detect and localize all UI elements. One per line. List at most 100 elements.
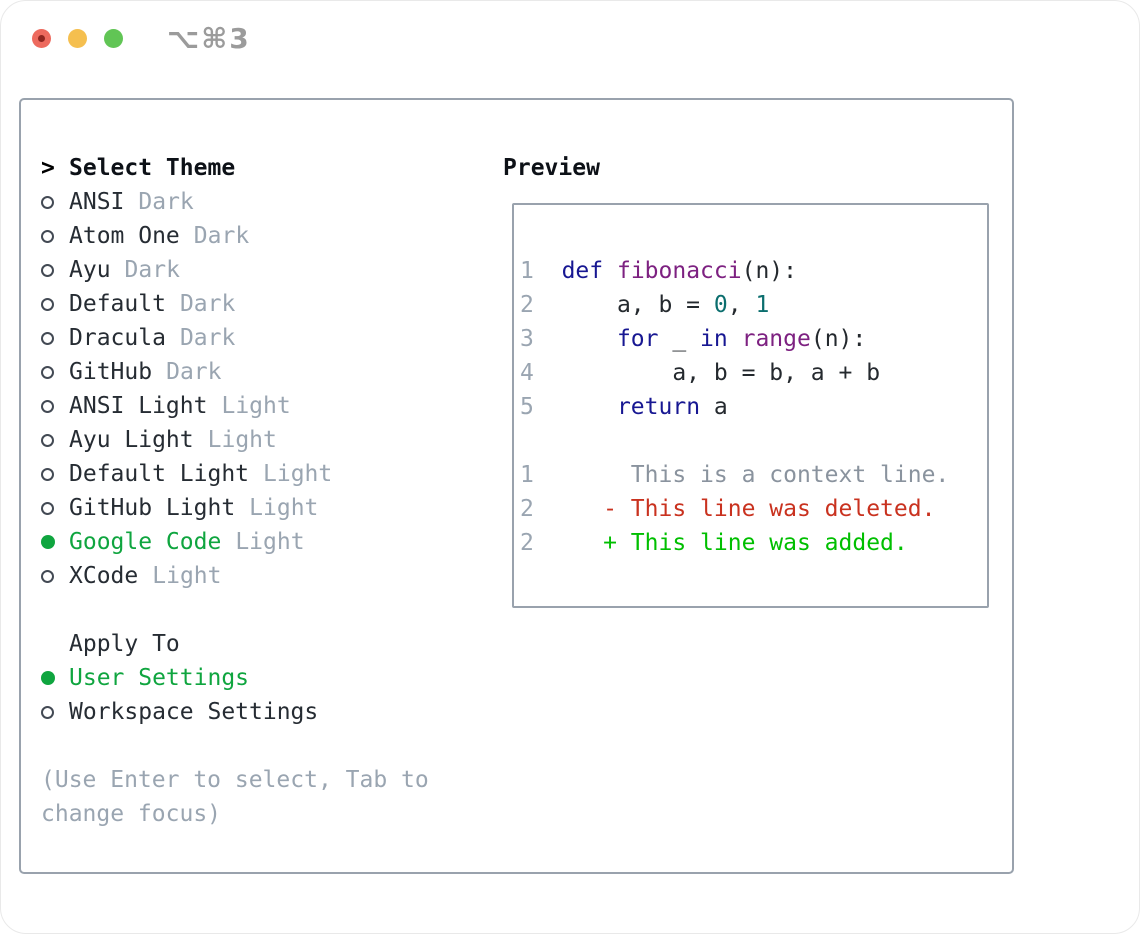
code-line: 1 def fibonacci(n): <box>520 254 987 288</box>
theme-option-default-light[interactable]: Default Light Light <box>41 457 429 491</box>
radio-icon <box>41 229 54 243</box>
line-number: 4 <box>520 360 534 386</box>
radio-icon <box>41 705 54 719</box>
radio-icon <box>41 365 54 379</box>
diff-line: 2 + This line was added. <box>520 526 987 560</box>
zoom-button-icon[interactable] <box>104 29 123 48</box>
code-line: 5 return a <box>520 390 987 424</box>
radio-selected-icon <box>41 535 55 549</box>
line-number: 2 <box>520 292 534 318</box>
theme-variant-badge: Dark <box>179 291 236 317</box>
theme-option-label: Atom One <box>69 223 180 249</box>
theme-variant-badge: Light <box>221 393 291 419</box>
theme-option-label: Ayu <box>69 257 111 283</box>
minimize-button-icon[interactable] <box>68 29 87 48</box>
radio-icon <box>41 331 54 345</box>
line-number: 2 <box>520 530 534 556</box>
theme-option-ansi[interactable]: ANSI Dark <box>41 185 429 219</box>
code-token-keyword: def <box>561 258 604 284</box>
theme-variant-badge: Dark <box>138 189 194 215</box>
hint-line-2: change focus) <box>41 801 222 827</box>
apply-option-user-settings[interactable]: User Settings <box>41 661 429 695</box>
theme-option-label: ANSI Light <box>69 393 208 419</box>
line-number: 1 <box>520 258 534 284</box>
theme-option-google-code[interactable]: Google Code Light <box>41 525 429 559</box>
code-token-plain: a <box>700 394 728 420</box>
theme-option-github-light[interactable]: GitHub Light Light <box>41 491 429 525</box>
theme-option-label: GitHub Light <box>69 495 236 521</box>
code-token-literal: 0 <box>713 292 728 318</box>
theme-variant-badge: Light <box>152 563 222 589</box>
theme-option-ayu[interactable]: Ayu Dark <box>41 253 429 287</box>
radio-icon <box>41 569 54 583</box>
code-line: 4 a, b = b, a + b <box>520 356 987 390</box>
theme-option-label: Google Code <box>69 529 222 555</box>
apply-option-label: User Settings <box>69 665 250 691</box>
theme-variant-badge: Light <box>235 529 305 555</box>
radio-icon <box>41 263 54 277</box>
theme-variant-badge: Dark <box>166 359 222 385</box>
code-token-keyword: for <box>616 326 659 352</box>
line-number: 5 <box>520 394 534 420</box>
close-button-icon[interactable] <box>32 29 51 48</box>
theme-variant-badge: Light <box>207 427 277 453</box>
theme-option-label: Default <box>69 291 166 317</box>
theme-picker-title: Select Theme <box>69 155 236 181</box>
code-token-plain <box>534 258 562 284</box>
radio-icon <box>41 195 54 209</box>
theme-option-label: Default Light <box>69 461 250 487</box>
code-token-plain: a, b = b, a + b <box>533 360 881 386</box>
code-token-context: This is a context line. <box>533 462 950 488</box>
window-title: ⌥⌘3 <box>167 22 251 55</box>
code-token-plain: , <box>727 292 756 318</box>
code-token-plain: (n): <box>741 258 797 284</box>
code-line: 2 a, b = 0, 1 <box>520 288 987 322</box>
spacer <box>41 729 429 763</box>
theme-option-ansi-light[interactable]: ANSI Light Light <box>41 389 429 423</box>
apply-to-header: Apply To <box>41 627 429 661</box>
code-token-function: range <box>741 326 811 352</box>
theme-variant-badge: Light <box>263 461 333 487</box>
radio-selected-icon <box>41 671 55 685</box>
radio-icon <box>41 501 54 515</box>
theme-variant-badge: Dark <box>193 223 250 249</box>
theme-option-atom-one[interactable]: Atom One Dark <box>41 219 429 253</box>
titlebar: ⌥⌘3 <box>1 1 1139 71</box>
code-token-keyword: in <box>700 326 728 352</box>
line-number: 1 <box>520 462 534 488</box>
apply-option-workspace-settings[interactable]: Workspace Settings <box>41 695 429 729</box>
radio-icon <box>41 433 54 447</box>
code-token-added: + This line was added. <box>533 530 908 556</box>
apply-to-title: Apply To <box>69 631 180 657</box>
theme-variant-badge: Light <box>249 495 319 521</box>
diff-preview: 1 This is a context line. 2 - This line w… <box>520 458 987 560</box>
blank-line <box>520 424 987 458</box>
theme-option-default[interactable]: Default Dark <box>41 287 429 321</box>
apply-option-label: Workspace Settings <box>69 699 319 725</box>
code-token-plain: (n): <box>810 326 867 352</box>
radio-icon <box>41 467 54 481</box>
diff-line: 2 - This line was deleted. <box>520 492 987 526</box>
code-line: 3 for _ in range(n): <box>520 322 987 356</box>
code-token-plain <box>728 326 742 352</box>
prompt-caret-icon: > <box>41 155 55 181</box>
code-token-plain: a, b = <box>533 292 714 318</box>
code-token-plain <box>603 258 617 284</box>
spacer <box>41 593 429 627</box>
theme-variant-badge: Dark <box>124 257 180 283</box>
code-token-keyword: return <box>616 394 701 420</box>
preview-title: Preview <box>503 155 600 181</box>
preview-header: Preview <box>503 151 600 185</box>
theme-option-label: ANSI <box>69 189 125 215</box>
theme-picker-header: > Select Theme <box>41 151 429 185</box>
code-token-literal: 1 <box>755 292 770 318</box>
theme-option-label: Dracula <box>69 325 166 351</box>
unsaved-dot-icon <box>38 35 45 42</box>
